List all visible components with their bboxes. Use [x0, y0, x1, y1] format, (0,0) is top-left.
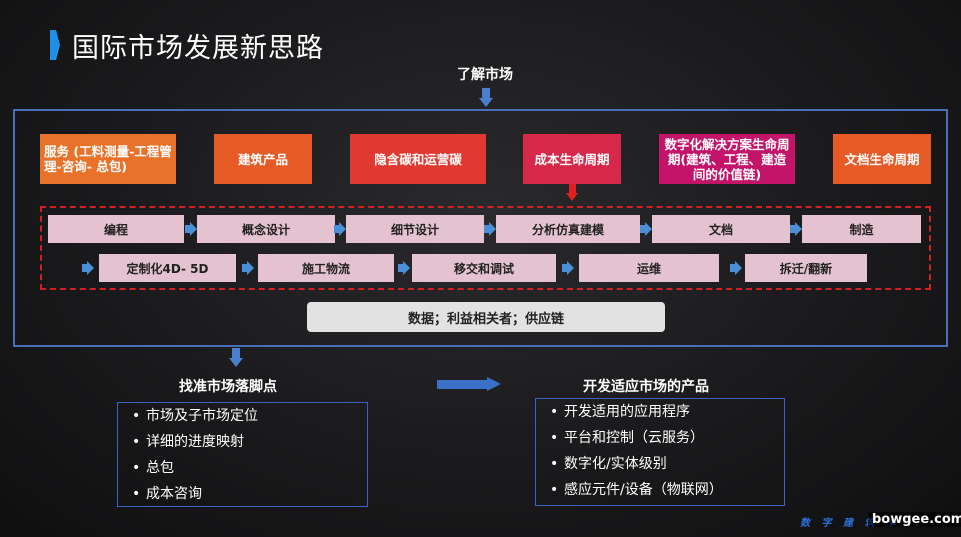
step-manufacturing: 制造 [802, 215, 921, 243]
list-item: 总包 [132, 455, 367, 481]
red-down-arrow-icon [566, 184, 578, 201]
market-frame [13, 109, 948, 347]
right-section-title: 开发适应市场的产品 [583, 379, 709, 395]
right-section-list: 开发适用的应用程序 平台和控制（云服务） 数字化/实体级别 感应元件/设备（物联… [535, 398, 785, 506]
category-digital-lifecycle: 数字化解决方案生命周期(建筑、工程、建造间的价值链) [659, 134, 795, 184]
list-item: 市场及子市场定位 [132, 403, 367, 429]
right-arrow-icon [185, 222, 197, 236]
right-arrow-icon [437, 377, 503, 391]
list-item: 开发适用的应用程序 [550, 399, 784, 425]
step-operations: 运维 [579, 254, 719, 282]
data-stakeholders-bar: 数据；利益相关者；供应链 [307, 302, 665, 332]
category-building-products: 建筑产品 [214, 134, 312, 184]
title-marker [50, 30, 60, 60]
list-item: 成本咨询 [132, 481, 367, 507]
category-carbon: 隐含碳和运营碳 [350, 134, 486, 184]
right-arrow-icon [640, 222, 652, 236]
right-arrow-icon [790, 222, 802, 236]
step-handover-commissioning: 移交和调试 [412, 254, 556, 282]
down-arrow-icon [229, 348, 243, 368]
step-concept-design: 概念设计 [197, 215, 335, 243]
category-document-lifecycle: 文档生命周期 [833, 134, 931, 184]
list-item: 详细的进度映射 [132, 429, 367, 455]
page-title: 国际市场发展新思路 [72, 33, 324, 64]
category-cost-lifecycle: 成本生命周期 [523, 134, 621, 184]
right-arrow-icon [562, 261, 574, 275]
right-arrow-icon [730, 261, 742, 275]
step-analysis-simulation: 分析仿真建模 [496, 215, 640, 243]
right-arrow-icon [334, 222, 346, 236]
step-detail-design: 细节设计 [346, 215, 484, 243]
step-construction-logistics: 施工物流 [258, 254, 394, 282]
left-section-list: 市场及子市场定位 详细的进度映射 总包 成本咨询 [117, 402, 368, 507]
step-documentation: 文档 [652, 215, 790, 243]
category-services: 服务 (工料测量-工程管理-咨询- 总包) [40, 134, 176, 184]
step-custom-4d5d: 定制化4D- 5D [99, 254, 236, 282]
process-frame [40, 206, 931, 290]
right-arrow-icon [484, 222, 496, 236]
list-item: 平台和控制（云服务） [550, 425, 784, 451]
understand-market-label: 了解市场 [457, 67, 513, 83]
right-arrow-icon [242, 261, 254, 275]
down-arrow-icon [479, 88, 493, 108]
list-item: 数字化/实体级别 [550, 451, 784, 477]
list-item: 感应元件/设备（物联网） [550, 477, 784, 503]
step-demolition-renovation: 拆迁/翻新 [745, 254, 867, 282]
left-section-title: 找准市场落脚点 [179, 379, 277, 395]
watermark: 数 字 建 筑 卡 .. [800, 518, 924, 529]
right-arrow-icon [82, 261, 94, 275]
right-arrow-icon [398, 261, 410, 275]
site-url: bowgee.com [868, 512, 961, 527]
step-programming: 编程 [48, 215, 184, 243]
